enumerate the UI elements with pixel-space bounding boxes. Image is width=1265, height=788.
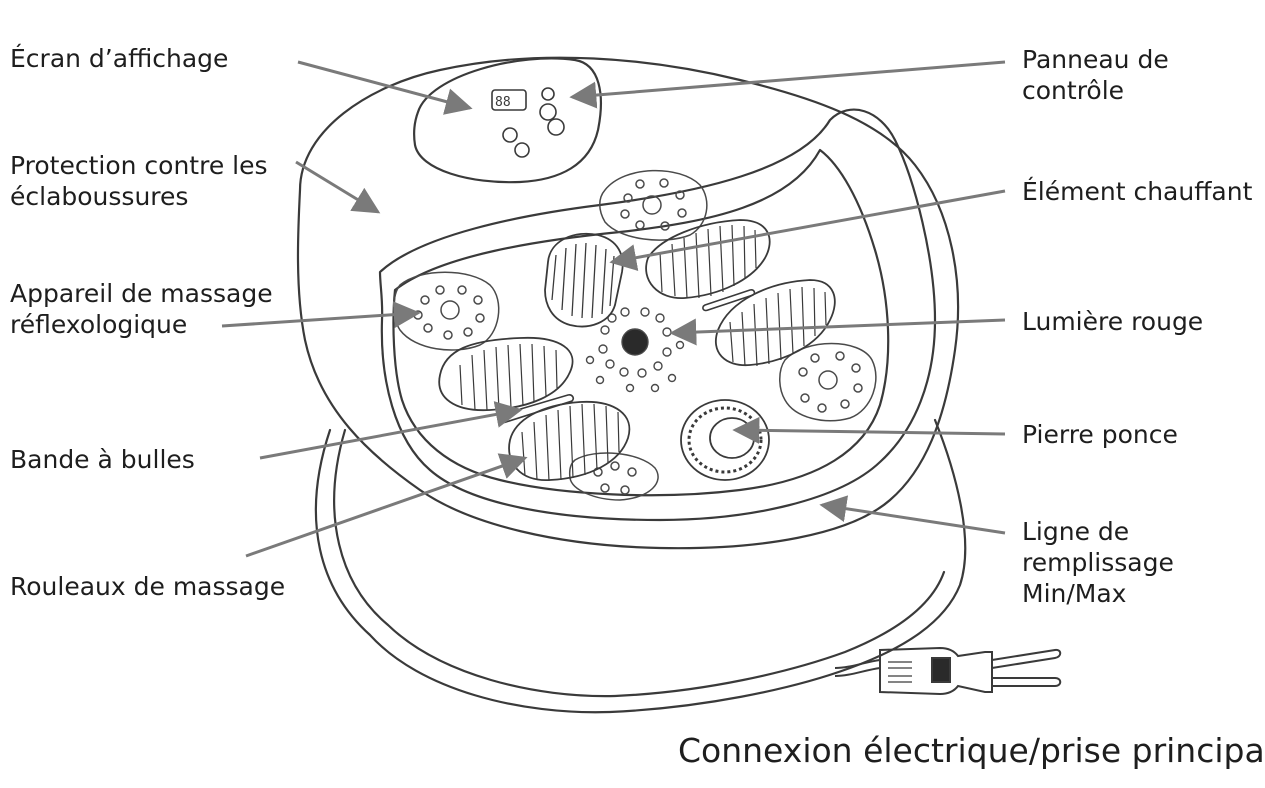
red-light [585,307,685,393]
button-icon [514,142,530,158]
base-outline [314,418,967,714]
label-rouleaux-massage: Rouleaux de massage [10,572,286,601]
shell-outline [296,56,960,550]
reflex-zone-right [779,342,877,422]
leader-appareil [221,301,421,329]
label-pierre-ponce: Pierre ponce [1022,420,1178,449]
power-cord [834,646,1062,696]
label-panneau-controle: Panneau de contrôle [1022,45,1169,105]
plug-switch [931,657,951,683]
label-appareil-massage: Appareil de massage réflexologique [10,279,273,339]
label-lumiere-rouge: Lumière rouge [1022,307,1204,336]
label-bande-bulles: Bande à bulles [10,445,195,474]
massage-roller-bottom [508,401,631,482]
button-icon [547,118,565,136]
reflex-zone-top [599,169,708,241]
massage-roller-right [715,279,836,367]
display-screen [491,89,527,111]
pumice-stone [680,399,770,481]
button-icon [541,87,555,101]
massage-roller-top [645,219,771,299]
heating-element [544,232,624,328]
splash-guard-rim [378,108,937,522]
label-ligne-remplissage: Ligne de remplissage Min/Max [1022,517,1174,608]
reflex-zone-bottom [568,452,659,501]
plug-pin-bottom [992,677,1062,687]
base-inner-edge [333,428,946,698]
bubble-strip [498,289,756,424]
plug-body [879,646,993,696]
button-icon [502,127,518,143]
leader-rouleaux [245,453,528,558]
plug-pin-top [991,648,1062,669]
leader-bande [259,401,523,460]
control-panel-shape [413,57,602,184]
basin-wall [392,148,890,497]
reflex-center [440,300,460,320]
massage-roller-left [438,336,574,412]
leader-ecran [297,60,473,115]
label-connexion-electrique: Connexion électrique/prise principale [678,731,1265,770]
leader-panneau [569,60,1006,109]
leader-protection [295,160,381,214]
button-icon [539,103,557,121]
label-protection-eclaboussures: Protection contre les éclaboussures [10,151,268,211]
leader-ligne [819,495,1006,535]
label-ecran-affichage: Écran d’affichage [10,44,229,73]
leader-lumiere [669,318,1006,346]
display-digits: 88 [495,95,511,110]
leader-element [609,189,1006,271]
leader-pierre [732,416,1006,444]
label-element-chauffant: Élément chauffant [1022,177,1253,206]
